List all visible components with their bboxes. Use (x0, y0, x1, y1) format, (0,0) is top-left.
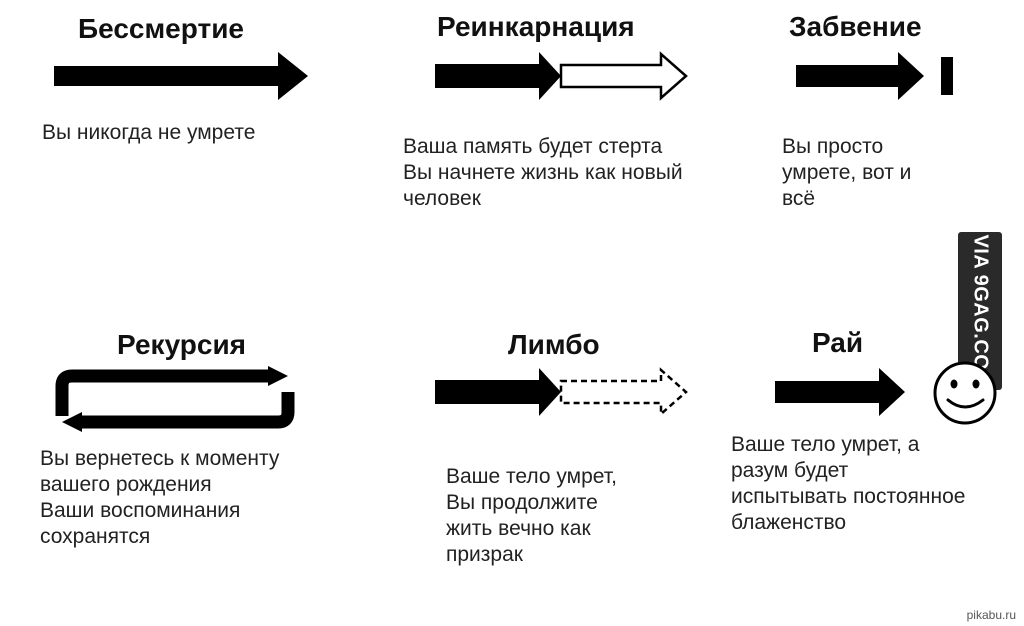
description-line: Вы продолжите (446, 491, 598, 514)
description-line: человек (403, 187, 481, 210)
description-line: разум будет (731, 459, 849, 482)
arrow-to-wall-icon (796, 52, 953, 100)
description-line: умрете, вот и (782, 161, 912, 184)
description-line: вашего рождения (40, 473, 212, 496)
description-line: Вы никогда не умрете (42, 121, 256, 144)
arrow-to-smiley-icon (775, 361, 997, 425)
reincarnation-title: Реинкарнация (437, 11, 635, 42)
description-line: всё (782, 187, 816, 210)
description-line: Вы вернетесь к моменту (40, 447, 280, 470)
solid-then-dashed-arrow-icon (435, 367, 688, 417)
oblivion-title: Забвение (789, 11, 922, 42)
description-line: сохранятся (40, 525, 151, 548)
description-line: Ваше тело умрет, а (731, 433, 920, 456)
paradise-description: Ваше тело умрет, а разум будет испытыват… (731, 432, 965, 536)
loop-arrow-icon (55, 366, 295, 432)
description-line: жить вечно как (446, 517, 591, 540)
description-line: испытывать постоянное (731, 485, 966, 508)
smiley-icon (933, 361, 997, 425)
immortality-title: Бессмертие (78, 13, 244, 44)
oblivion-description: Вы просто умрете, вот и всё (782, 134, 911, 212)
solid-arrow-icon (54, 52, 308, 100)
limbo-title: Лимбо (508, 329, 600, 360)
solid-then-hollow-arrow-icon (435, 51, 688, 101)
description-line: Ваша память будет стерта (403, 135, 663, 158)
immortality-description: Вы никогда не умрете (42, 120, 255, 146)
description-line: Ваше тело умрет, (446, 465, 617, 488)
description-line: блаженство (731, 511, 847, 534)
description-line: Вы просто (782, 135, 884, 158)
description-line: призрак (446, 543, 523, 566)
limbo-description: Ваше тело умрет, Вы продолжите жить вечн… (446, 464, 617, 568)
site-credit: pikabu.ru (966, 608, 1016, 622)
paradise-title: Рай (812, 327, 864, 358)
recursion-description: Вы вернетесь к моменту вашего рождения В… (40, 446, 279, 550)
description-line: Ваши воспоминания (40, 499, 241, 522)
recursion-title: Рекурсия (117, 329, 246, 360)
description-line: Вы начнете жизнь как новый (403, 161, 683, 184)
reincarnation-description: Ваша память будет стерта Вы начнете жизн… (403, 134, 683, 212)
